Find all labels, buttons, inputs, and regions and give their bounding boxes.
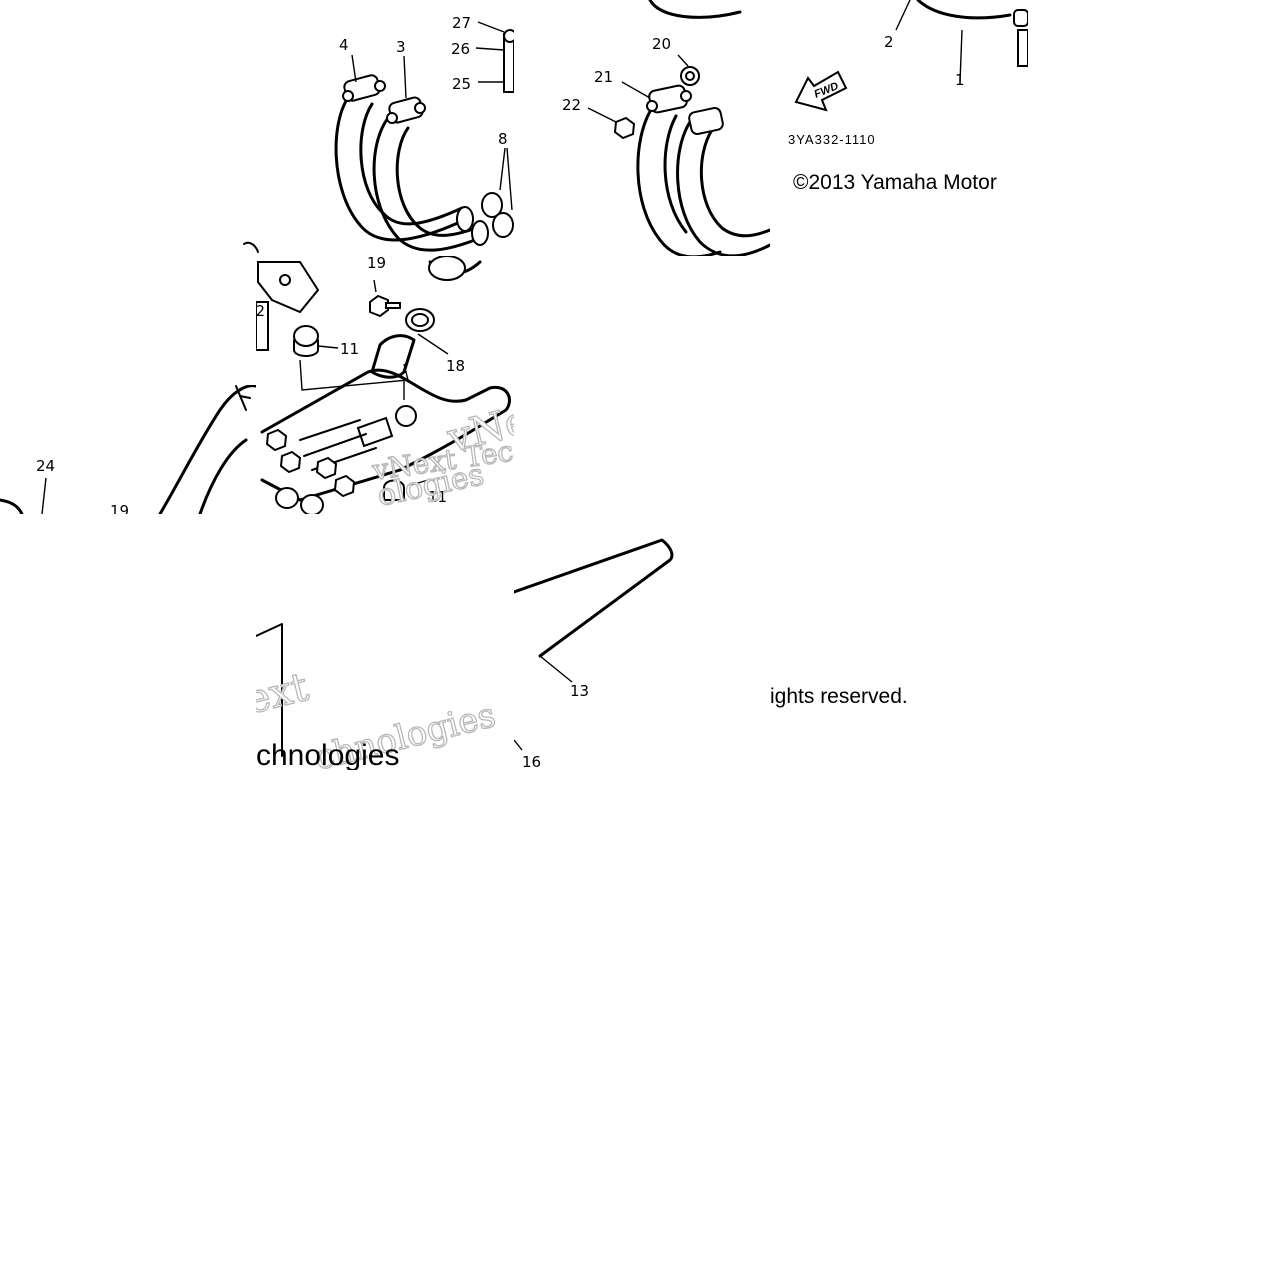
tile-lower-watermark: ext chnologies chnologies [241, 623, 500, 772]
gasket-20 [680, 66, 700, 86]
callout-8: 8 [498, 130, 508, 148]
muffler-bottom [916, 0, 1012, 20]
tile-legend: FWD 2 1 3YA332-1110 ©2013 Yamaha Motor [788, 0, 1028, 194]
watermark-3: vNe [442, 397, 533, 462]
pipe-flange-21 [646, 84, 724, 135]
gasket-8 [481, 192, 514, 238]
callout-4: 4 [339, 36, 349, 54]
tile-muffler: 13 16 [514, 538, 674, 771]
nut-22 [613, 116, 636, 140]
bracket-12 [256, 261, 320, 351]
copyright-text: ©2013 Yamaha Motor [793, 171, 997, 194]
callout-12: 12 [246, 302, 265, 320]
bolt-icon [1013, 9, 1028, 67]
tile-rights: ights reserved. [770, 685, 908, 708]
exhaust-pipe-3 [372, 116, 484, 252]
stud-bolt-25-27 [503, 29, 514, 93]
callout-27: 27 [452, 14, 471, 32]
grommet-11 [293, 325, 319, 357]
callout-21: 21 [594, 68, 613, 86]
callout-13: 13 [570, 682, 589, 700]
callout-19: 19 [367, 254, 386, 272]
callout-22: 22 [562, 96, 581, 114]
exhaust-pipe-4 [334, 93, 464, 242]
pipe-flange-3 [386, 96, 426, 124]
callout-20: 20 [652, 35, 671, 53]
tile-collector: 19 12 11 18 11 vNext Tec ologies vNe [246, 254, 533, 514]
watermark-4: ext [241, 664, 313, 724]
callout-1: 1 [955, 71, 965, 89]
pipe-flange-4 [342, 74, 386, 102]
callout-25: 25 [452, 75, 471, 93]
collector-body [260, 256, 511, 514]
pipe-ends [456, 206, 489, 246]
watermark-6: chnologies [256, 739, 399, 772]
callout-24: 24 [36, 457, 55, 475]
callout-16: 16 [522, 753, 541, 771]
tile-header-pipes-right: 20 21 22 [562, 0, 770, 256]
tile-bracket [243, 241, 259, 253]
muffler-edge [648, 0, 742, 19]
callout-11: 11 [340, 340, 359, 358]
callout-2: 2 [884, 33, 894, 51]
gasket-18 [405, 308, 435, 332]
callout-19-b: 19 [110, 502, 129, 520]
callout-11-b: 11 [428, 488, 447, 506]
tile-footrest: 24 19 [0, 385, 256, 520]
part-code: 3YA332-1110 [788, 132, 876, 147]
tile-header-pipes-left: 4 3 27 26 25 8 [334, 14, 514, 252]
bolt-19 [369, 294, 401, 318]
callout-18: 18 [446, 357, 465, 375]
fwd-arrow-icon: FWD [794, 70, 848, 112]
rights-reserved-text: ights reserved. [770, 685, 908, 708]
exhaust-pipe-right [636, 106, 770, 256]
callout-26: 26 [451, 40, 470, 58]
callout-3: 3 [396, 38, 406, 56]
